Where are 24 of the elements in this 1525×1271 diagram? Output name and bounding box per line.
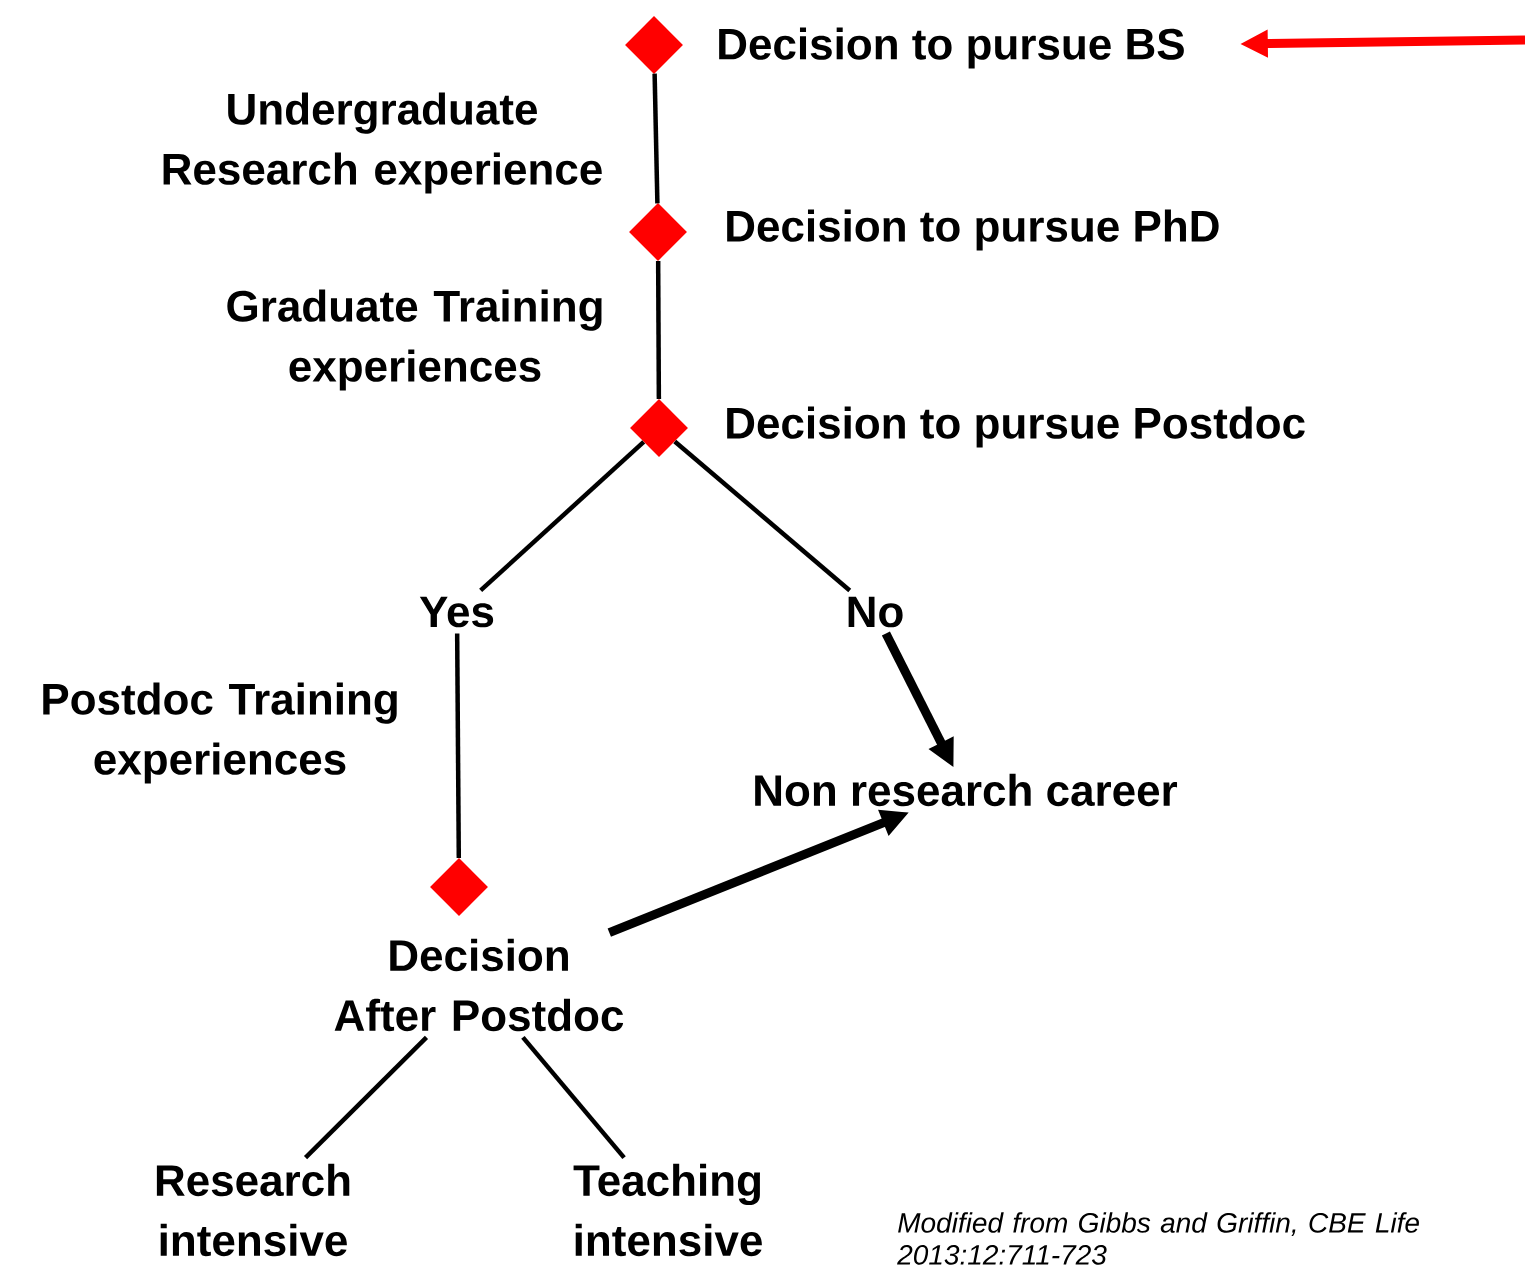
connector-line (652, 73, 660, 204)
diamond-symbol (630, 399, 688, 457)
edge-label: Postdoc Training experiences (43, 682, 397, 784)
beside-text: Decision to pursue Postdoc (727, 406, 1305, 448)
connector-line (655, 261, 662, 399)
citation-note: Modified from Gibbs and Griffin, CBE Life 2013:12:711-723 (897, 1212, 1419, 1265)
connector-line (303, 1035, 429, 1160)
node-text: Decision After Postdoc (334, 938, 624, 1032)
node-text: Research intensive (156, 1163, 350, 1257)
node-text: Teaching intensive (573, 1163, 762, 1257)
connector-line (454, 633, 462, 859)
diamond-symbol (629, 203, 687, 261)
beside-text: Decision to pursue PhD (727, 209, 1219, 251)
connector-line (673, 439, 852, 593)
node-text: Yes (419, 596, 494, 628)
connector-line (479, 440, 646, 593)
node-text: No (848, 596, 903, 628)
edge-label: Graduate Training experiences (227, 289, 602, 391)
diamond-symbol (430, 858, 488, 916)
connector-line (521, 1035, 626, 1160)
beside-text: Decision to pursue BS (719, 27, 1184, 69)
diamond-symbol (625, 16, 683, 74)
edge-label: Undergraduate Research experience (163, 92, 602, 194)
node-text: Non research career (755, 773, 1178, 807)
